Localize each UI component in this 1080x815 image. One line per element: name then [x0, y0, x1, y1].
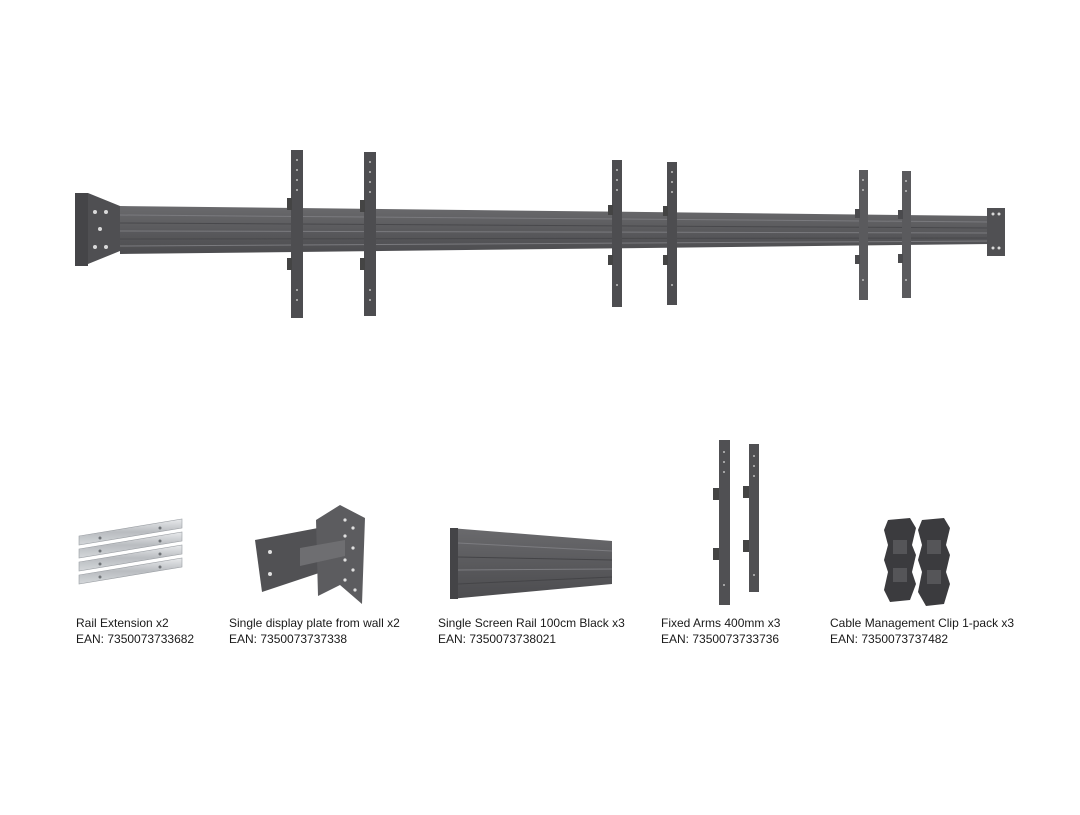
product-name: Cable Management Clip 1-pack x3 [830, 616, 1015, 630]
product-caption-rail-extension: Rail Extension x2 EAN: 7350073733682 [76, 615, 194, 647]
cable-clip-image [884, 518, 950, 606]
arm-holes [296, 159, 907, 301]
product-ean: EAN: 7350073733682 [76, 632, 195, 646]
product-ean: EAN: 7350073738021 [438, 632, 557, 646]
screen-rail-image [450, 528, 613, 599]
product-ean: EAN: 7350073733736 [661, 632, 780, 646]
arm-pair-3 [855, 170, 911, 300]
wall-plate-right [987, 208, 1005, 256]
product-ean: EAN: 7350073737482 [830, 632, 949, 646]
assembled-wall-rail [75, 150, 1005, 318]
main-rail [119, 206, 991, 254]
fixed-arms-image [713, 440, 759, 605]
product-caption-cable-clip: Cable Management Clip 1-pack x3 EAN: 735… [830, 615, 1014, 647]
wall-plate-left [75, 193, 120, 266]
product-caption-fixed-arms: Fixed Arms 400mm x3 EAN: 7350073733736 [661, 615, 780, 647]
arm-pair-1 [287, 150, 376, 318]
product-caption-screen-rail: Single Screen Rail 100cm Black x3 EAN: 7… [438, 615, 625, 647]
arm-pair-2 [608, 160, 677, 307]
product-caption-wall-plate: Single display plate from wall x2 EAN: 7… [229, 615, 400, 647]
product-name: Fixed Arms 400mm x3 [661, 616, 781, 630]
product-name: Single display plate from wall x2 [229, 616, 400, 630]
product-ean: EAN: 7350073737338 [229, 632, 348, 646]
product-name: Single Screen Rail 100cm Black x3 [438, 616, 625, 630]
product-name: Rail Extension x2 [76, 616, 169, 630]
rail-extension-image [78, 518, 183, 585]
wall-plate-image [255, 505, 365, 604]
